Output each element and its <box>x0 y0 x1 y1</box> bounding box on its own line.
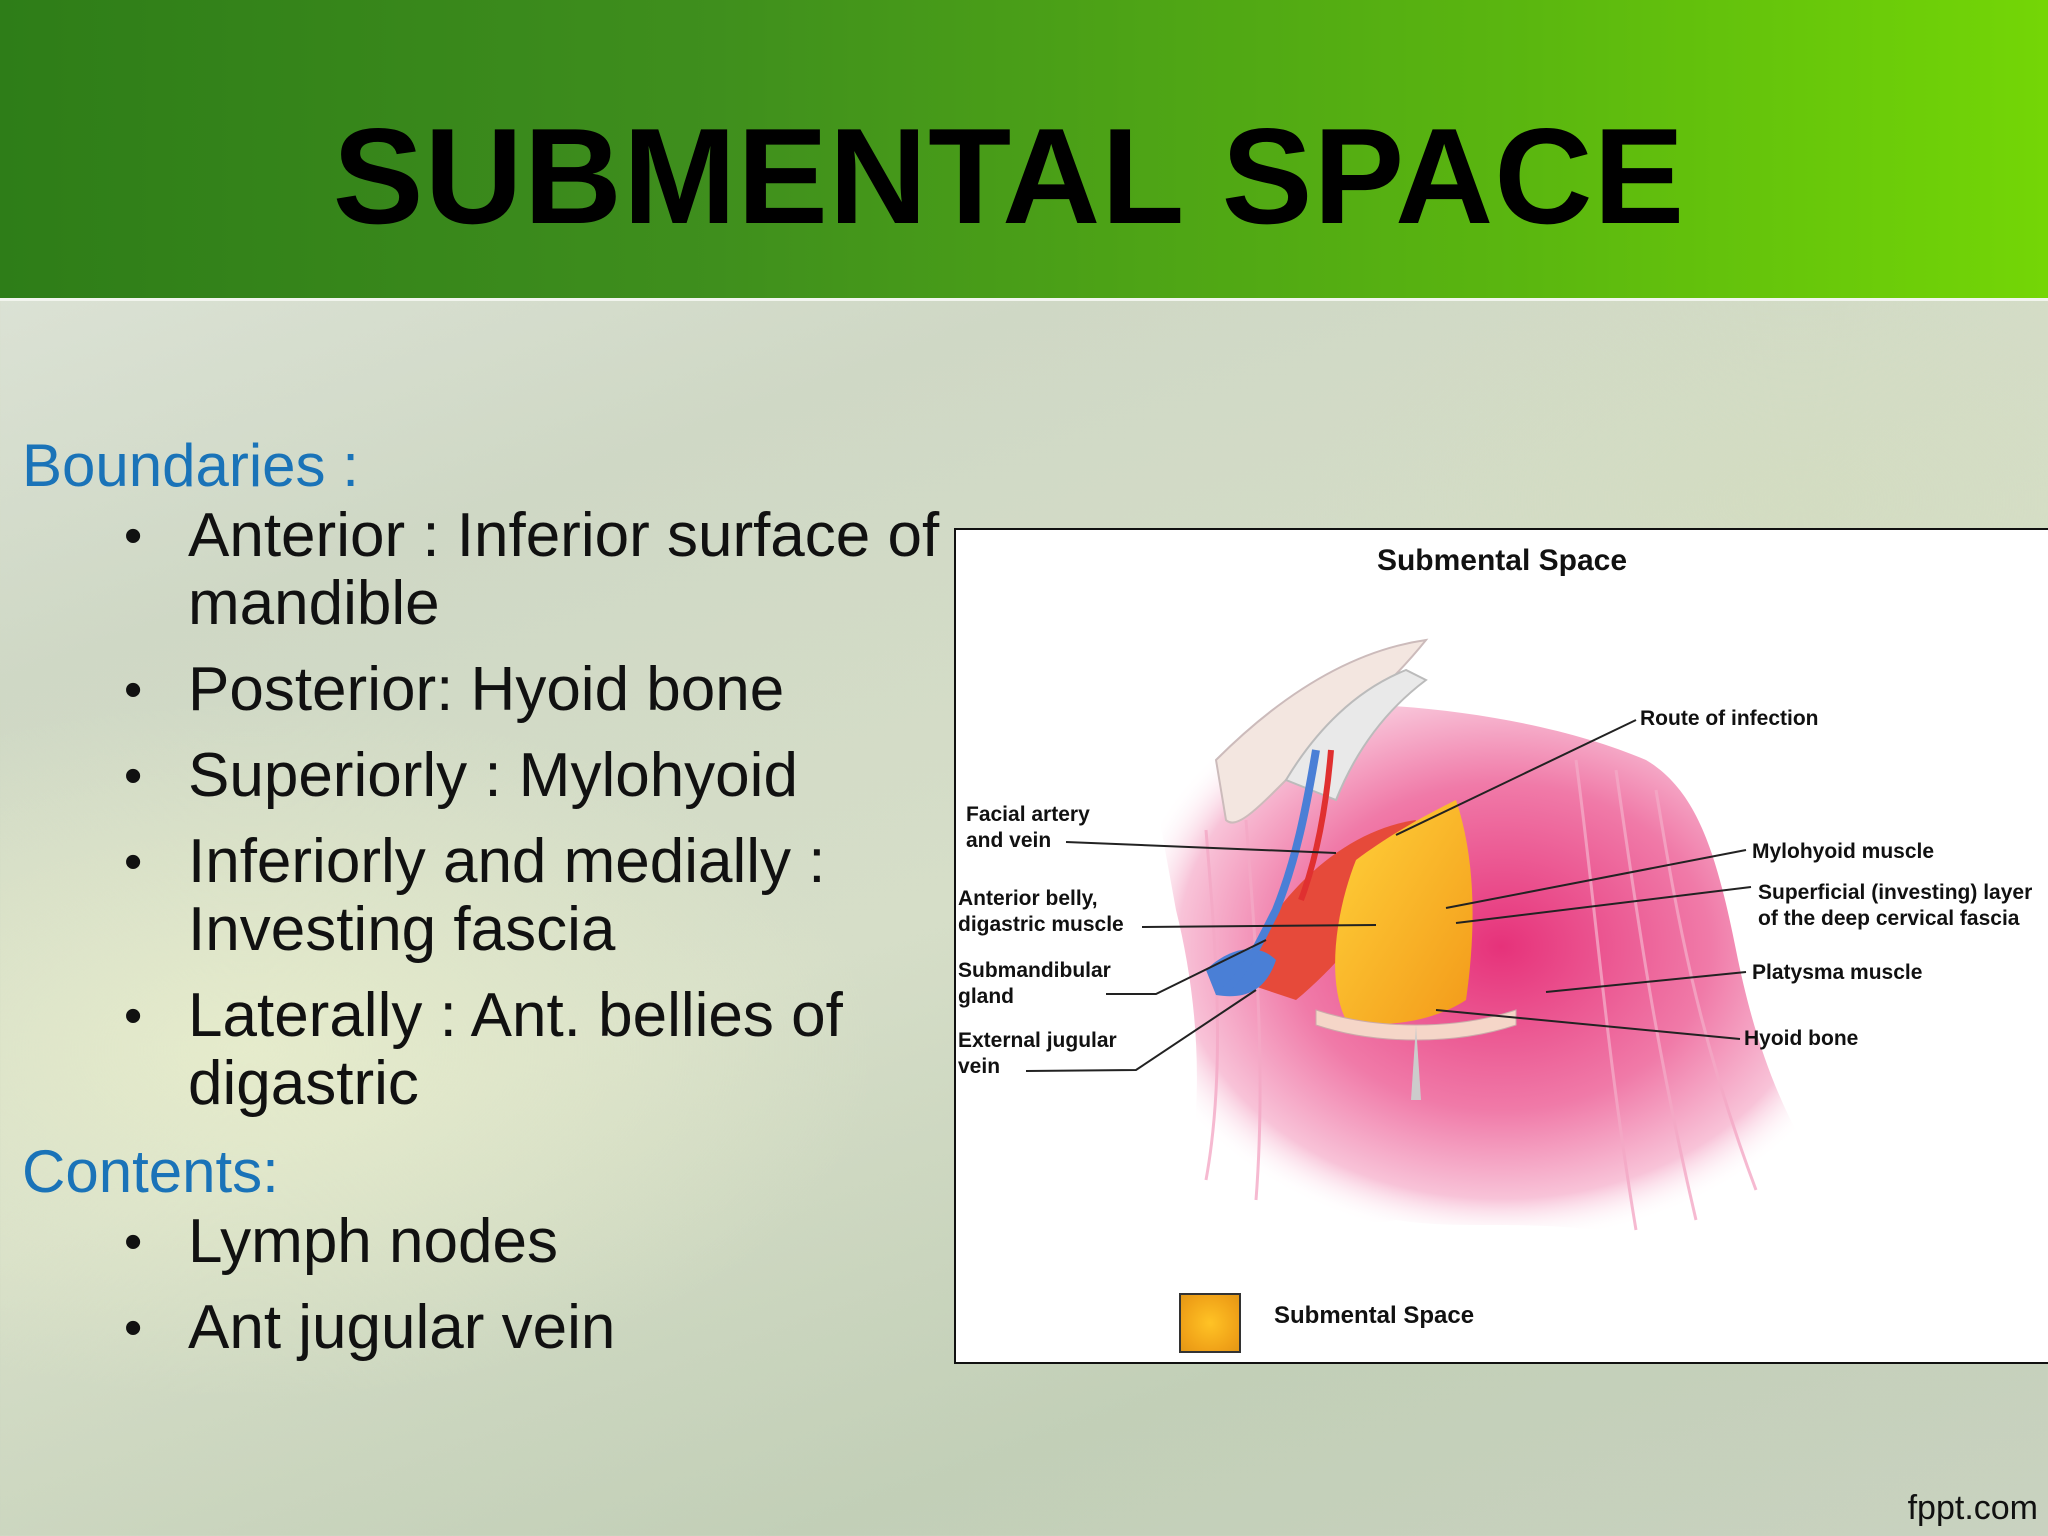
contents-list: • Lymph nodes • Ant jugular vein <box>22 1208 942 1362</box>
legend-label: Submental Space <box>1274 1302 1475 1329</box>
list-item: • Superiorly : Mylohyoid <box>22 742 942 810</box>
bullet-icon: • <box>124 987 143 1045</box>
contents-heading: Contents: <box>22 1138 279 1205</box>
list-item: • Anterior : Inferior surface of mandible <box>22 502 942 638</box>
list-item-text: Ant jugular vein <box>188 1293 616 1362</box>
list-item-text: Lymph nodes <box>188 1207 558 1276</box>
teeth-shape <box>1284 668 1428 802</box>
platysma-shape <box>1156 704 1846 1244</box>
external-jugular-label: External jugular vein <box>958 1029 1117 1078</box>
hyoid-label: Hyoid bone <box>1744 1027 1859 1050</box>
list-item: • Lymph nodes <box>22 1208 942 1276</box>
figure-title: Submental Space <box>1376 544 1628 577</box>
bullet-icon: • <box>124 747 143 805</box>
mylohyoid-label: Mylohyoid muscle <box>1752 840 1935 863</box>
muscle-striations <box>1204 759 1758 1231</box>
legend-swatch <box>1179 1293 1241 1353</box>
leader-lines <box>1025 719 1752 1072</box>
list-item: • Inferiorly and medially : Investing fas… <box>22 828 942 964</box>
list-item: • Posterior: Hyoid bone <box>22 656 942 724</box>
platysma-label: Platysma muscle <box>1752 961 1923 984</box>
list-item: • Ant jugular vein <box>22 1294 942 1362</box>
submandibular-label: Submandibular gland <box>958 959 1111 1008</box>
list-item-text: Posterior: Hyoid bone <box>188 655 785 724</box>
list-item-text: Anterior : Inferior surface of mandible <box>188 501 940 638</box>
hyoid-shape <box>1315 1009 1517 1041</box>
boundaries-heading: Boundaries : <box>22 432 359 499</box>
bullet-icon: • <box>124 1213 143 1271</box>
route-label: Route of infection <box>1640 707 1819 730</box>
facial-vein-shape <box>1223 749 1320 993</box>
anterior-belly-label: Anterior belly, digastric muscle <box>958 887 1124 936</box>
submental-space-shape <box>1335 800 1473 1024</box>
slide-title: SUBMENTAL SPACE <box>332 100 1686 252</box>
title-banner: SUBMENTAL SPACE <box>0 0 2048 301</box>
boundaries-content: Boundaries : • Anterior : Inferior surfac… <box>22 430 942 1380</box>
bullet-icon: • <box>124 507 143 565</box>
list-item-text: Superiorly : Mylohyoid <box>188 741 798 810</box>
midline-shape <box>1411 1025 1421 1100</box>
boundaries-list: • Anterior : Inferior surface of mandible… <box>22 502 942 1118</box>
list-item-text: Laterally : Ant. bellies of digastric <box>188 981 843 1118</box>
facial-artery-shape <box>1298 749 1334 902</box>
facial-label: Facial artery and vein <box>966 803 1090 852</box>
list-item: • Laterally : Ant. bellies of digastric <box>22 982 942 1118</box>
footer-watermark: fppt.com <box>1907 1489 2038 1527</box>
anatomy-illustration <box>1025 638 1846 1244</box>
bullet-icon: • <box>124 833 143 891</box>
anatomy-figure: Submental Space Route of infection Facia… <box>954 528 2048 1364</box>
bullet-icon: • <box>124 661 143 719</box>
list-item-text: Inferiorly and medially : Investing fasc… <box>188 827 826 964</box>
superficial-label: Superficial (investing) layer of the dee… <box>1758 881 2033 930</box>
bullet-icon: • <box>124 1299 143 1357</box>
